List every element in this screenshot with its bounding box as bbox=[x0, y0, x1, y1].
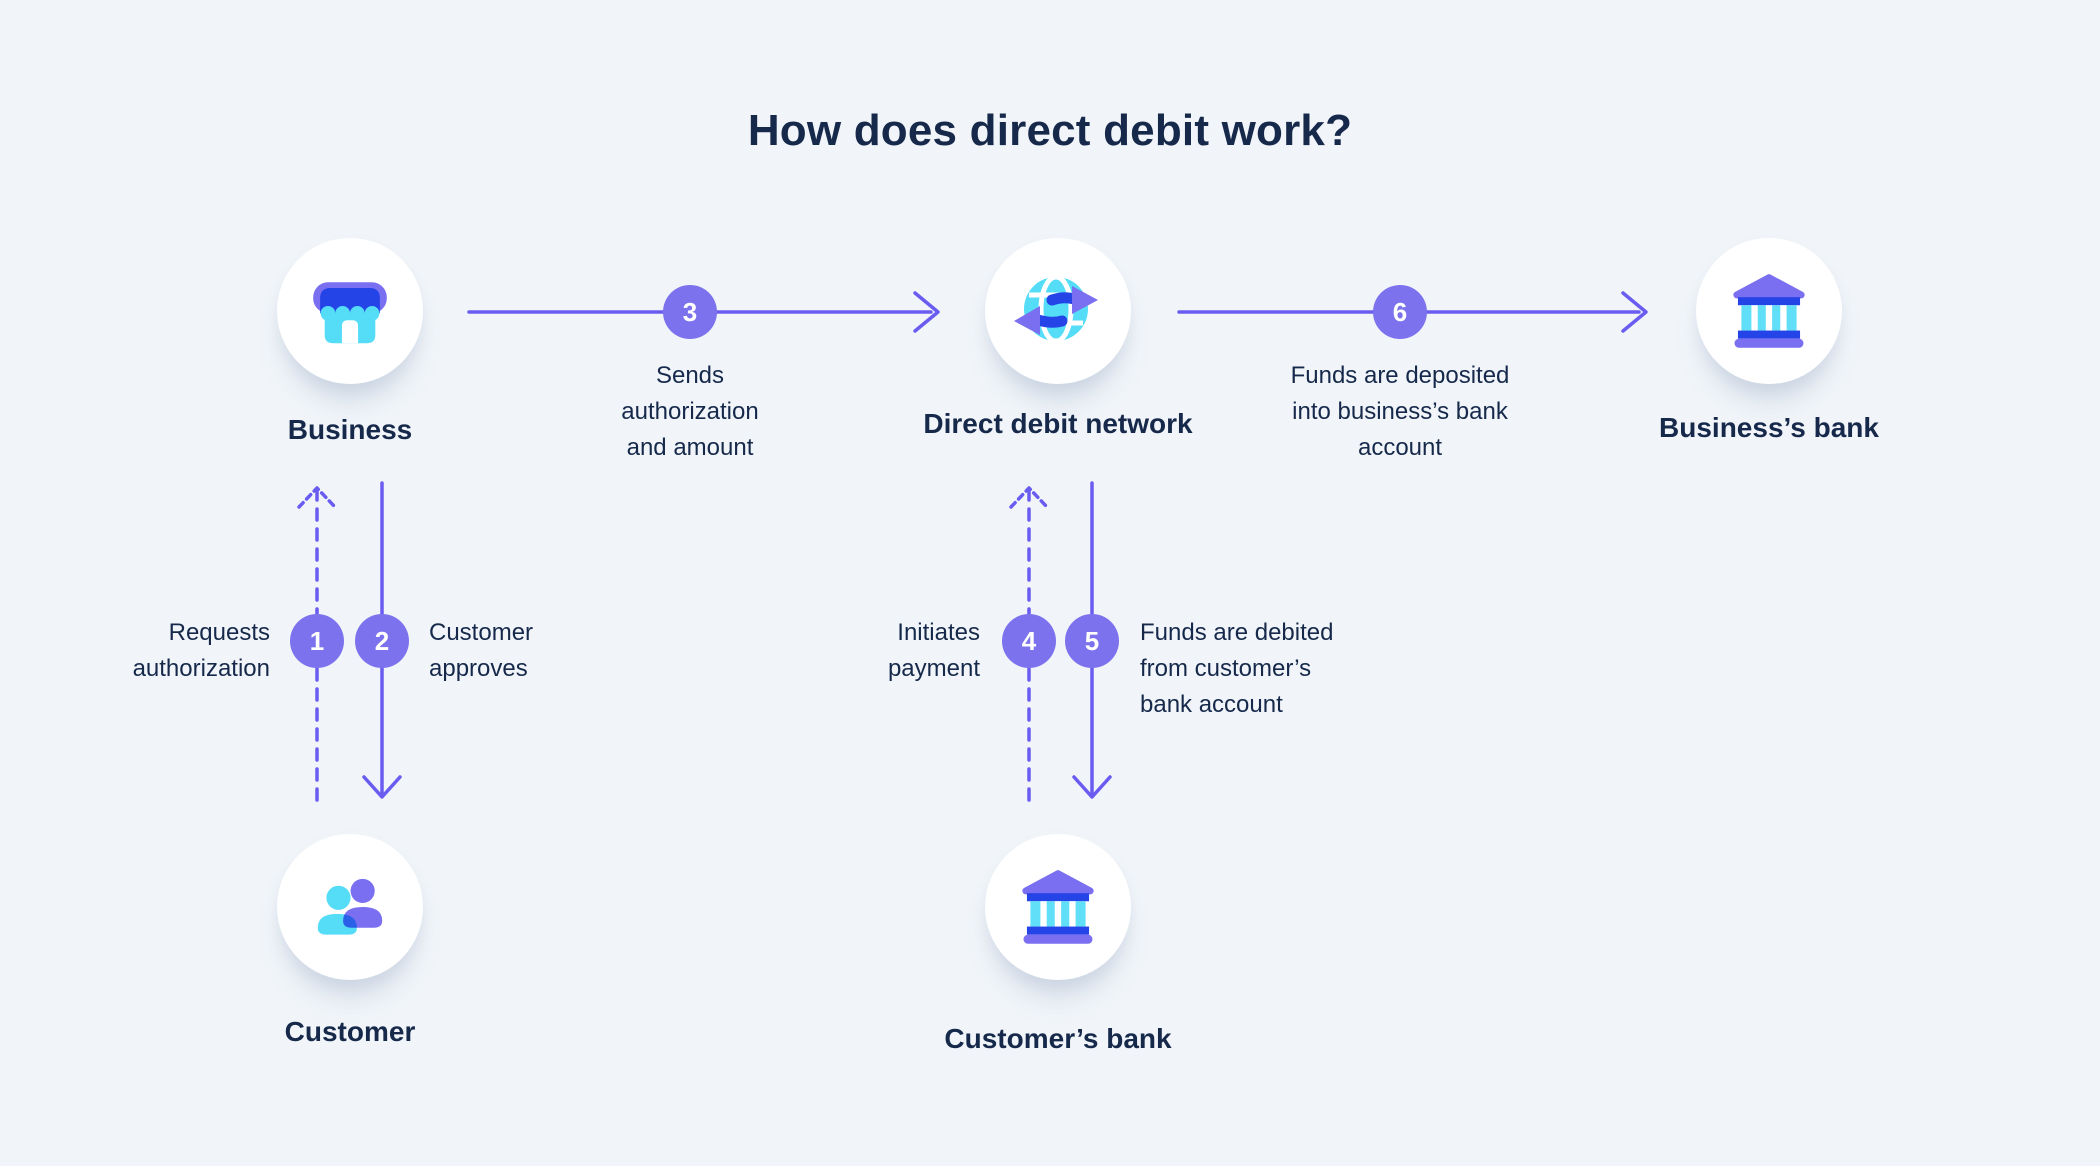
node-label-customer-bank: Customer’s bank bbox=[944, 1023, 1172, 1054]
step-badge-5: 5 bbox=[1065, 614, 1119, 668]
step-label-4: Initiates payment bbox=[887, 619, 980, 682]
node-label-business-bank: Business’s bank bbox=[1659, 412, 1879, 443]
step-number-3: 3 bbox=[682, 296, 698, 327]
step-label-5: Funds are debited from customer’s bank a… bbox=[1140, 619, 1334, 718]
step-label-1: Requests authorization bbox=[132, 619, 270, 682]
node-customer-bank bbox=[985, 834, 1131, 980]
step-badge-3: 3 bbox=[663, 285, 717, 339]
step-badge-6: 6 bbox=[1373, 285, 1427, 339]
step-number-1: 1 bbox=[309, 625, 325, 656]
globe-transfer-icon bbox=[1014, 274, 1098, 344]
node-label-business: Business bbox=[287, 414, 413, 445]
step-number-4: 4 bbox=[1021, 625, 1037, 656]
node-label-network: Direct debit network bbox=[923, 408, 1193, 439]
node-network bbox=[985, 238, 1131, 384]
step-label-6: Funds are deposited into business’s bank… bbox=[1290, 362, 1510, 461]
bank-icon bbox=[1733, 274, 1805, 348]
page-title: How does direct debit work? bbox=[747, 106, 1353, 155]
step-label-3: Sends authorization and amount bbox=[621, 362, 759, 461]
step-badge-2: 2 bbox=[355, 614, 409, 668]
step-number-2: 2 bbox=[374, 625, 390, 656]
node-label-customer: Customer bbox=[284, 1016, 416, 1047]
step-number-6: 6 bbox=[1392, 296, 1408, 327]
step-badge-1: 1 bbox=[290, 614, 344, 668]
node-customer bbox=[277, 834, 423, 980]
step-label-2: Customer approves bbox=[429, 619, 534, 682]
step-badge-4: 4 bbox=[1002, 614, 1056, 668]
bank-icon bbox=[1022, 870, 1094, 944]
storefront-icon bbox=[313, 282, 387, 344]
people-icon bbox=[317, 878, 383, 935]
node-business-bank bbox=[1696, 238, 1842, 384]
step-number-5: 5 bbox=[1084, 625, 1100, 656]
node-business bbox=[277, 238, 423, 384]
